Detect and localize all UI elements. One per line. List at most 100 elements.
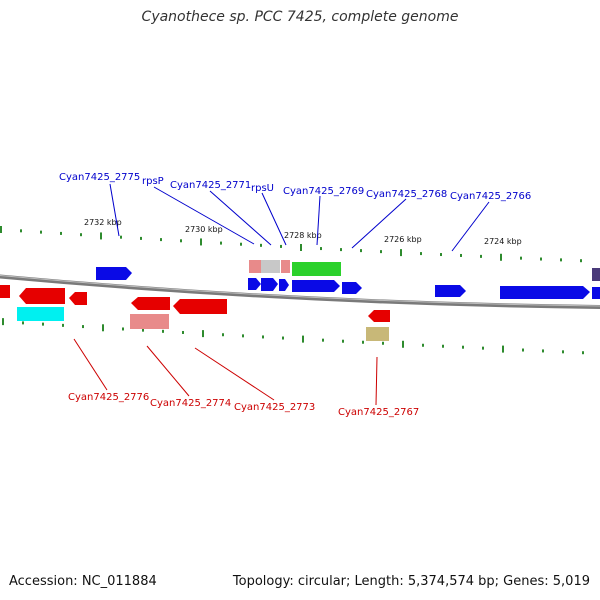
upper-strand-genes: [96, 260, 600, 299]
tick-mark: [120, 235, 122, 239]
gene-box[interactable]: [17, 307, 64, 321]
gene-label[interactable]: rpsU: [251, 183, 274, 194]
tick-mark: [200, 238, 202, 246]
tick-labels: 2732 kbp 2730 kbp 2728 kbp 2726 kbp 2724…: [84, 218, 522, 246]
gene-label[interactable]: Cyan7425_2776: [68, 392, 149, 403]
gene-arrow[interactable]: [500, 286, 590, 299]
gene-label[interactable]: Cyan7425_2775: [59, 172, 140, 183]
tick-mark: [122, 327, 124, 331]
tick-mark: [222, 333, 224, 337]
tick-mark: [322, 338, 324, 342]
tick-mark: [500, 253, 502, 261]
plus-leader-lines: [109, 183, 490, 252]
leader-line: [375, 356, 378, 406]
tick-mark: [342, 339, 344, 343]
tick-mark: [402, 340, 404, 348]
gene-arrow[interactable]: [96, 267, 132, 280]
tick-mark: [40, 230, 42, 234]
gene-arrow[interactable]: [368, 310, 390, 322]
gene-arrow[interactable]: [261, 278, 278, 291]
tick-mark: [100, 232, 102, 240]
tick-mark: [520, 256, 522, 260]
tick-mark: [0, 226, 2, 233]
gene-box[interactable]: [592, 268, 600, 281]
gene-box[interactable]: [281, 260, 290, 273]
gene-label[interactable]: Cyan7425_2769: [283, 186, 364, 197]
leader-line: [351, 198, 407, 249]
gene-label[interactable]: Cyan7425_2774: [150, 398, 231, 409]
gene-box[interactable]: [130, 314, 169, 329]
tick-mark: [540, 257, 542, 261]
leader-line: [194, 347, 275, 401]
tick-mark: [140, 236, 142, 240]
tick-mark: [282, 336, 284, 340]
topology-text: Topology: circular; Length: 5,374,574 bp…: [232, 574, 590, 589]
tick-mark: [102, 324, 104, 332]
gene-box[interactable]: [292, 262, 341, 276]
gene-box[interactable]: [249, 260, 261, 273]
tick-mark: [362, 340, 364, 344]
gene-arrow[interactable]: [69, 292, 87, 305]
tick-mark: [142, 328, 144, 332]
tick-label: 2726 kbp: [384, 235, 422, 244]
gene-arrow[interactable]: [248, 278, 261, 290]
tick-mark: [422, 343, 424, 347]
tick-label: 2728 kbp: [284, 231, 322, 240]
tick-mark: [360, 249, 362, 253]
tick-mark: [300, 244, 302, 251]
tick-mark: [562, 350, 564, 354]
tick-mark: [240, 242, 242, 246]
tick-mark: [400, 249, 402, 257]
gene-arrow[interactable]: [292, 280, 340, 292]
gene-label[interactable]: Cyan7425_2768: [366, 189, 447, 200]
tick-mark: [60, 231, 62, 235]
gene-arrow[interactable]: [173, 299, 227, 314]
gene-label[interactable]: Cyan7425_2766: [450, 191, 531, 202]
gene-arrow[interactable]: [279, 279, 289, 291]
gene-box[interactable]: [366, 327, 389, 341]
leader-line: [146, 345, 190, 397]
gene-box[interactable]: [261, 260, 280, 273]
leader-line: [109, 183, 120, 237]
genome-backbone-highlight: [0, 274, 600, 307]
leader-line: [209, 190, 272, 246]
gene-label[interactable]: Cyan7425_2773: [234, 402, 315, 413]
leader-line: [451, 201, 490, 252]
tick-mark: [22, 321, 24, 325]
gene-box[interactable]: [0, 285, 10, 298]
tick-mark: [582, 351, 584, 355]
tick-mark: [420, 252, 422, 256]
tick-mark: [482, 346, 484, 350]
plus-labels: Cyan7425_2775 rpsP Cyan7425_2771 rpsU Cy…: [59, 172, 531, 202]
gene-arrow[interactable]: [19, 288, 65, 304]
tick-mark: [180, 239, 182, 243]
gene-arrow[interactable]: [342, 282, 362, 294]
tick-mark: [82, 325, 84, 329]
tick-mark: [20, 229, 22, 233]
tick-label: 2730 kbp: [185, 225, 223, 234]
tick-mark: [380, 250, 382, 254]
tick-mark: [42, 322, 44, 326]
tick-mark: [542, 349, 544, 353]
gene-label[interactable]: rpsP: [142, 176, 164, 187]
tick-label: 2724 kbp: [484, 237, 522, 246]
tick-mark: [242, 334, 244, 338]
gene-arrow[interactable]: [435, 285, 466, 297]
tick-mark: [480, 254, 482, 258]
leader-line: [73, 338, 108, 391]
tick-mark: [340, 248, 342, 252]
gene-arrow[interactable]: [131, 297, 170, 310]
genome-backbone: [0, 274, 600, 309]
gene-box[interactable]: [592, 287, 600, 299]
tick-mark: [522, 348, 524, 352]
leader-line: [153, 186, 255, 245]
tick-mark: [2, 318, 4, 326]
gene-label[interactable]: Cyan7425_2767: [338, 407, 419, 418]
lower-strand-genes: [0, 285, 390, 341]
tick-mark: [162, 329, 164, 333]
tick-mark: [80, 233, 82, 237]
tick-mark: [280, 244, 282, 248]
tick-mark: [382, 341, 384, 345]
gene-label[interactable]: Cyan7425_2771: [170, 180, 251, 191]
